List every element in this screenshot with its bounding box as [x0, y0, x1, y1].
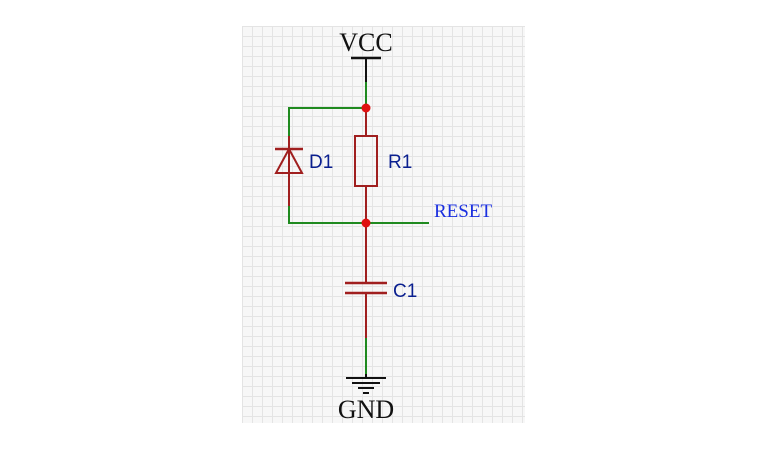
wires — [288, 82, 429, 374]
diode-d1: D1 — [274, 136, 333, 206]
capacitor-label: C1 — [393, 281, 417, 302]
resistor-r1: R1 — [354, 108, 412, 223]
reset-circuit-schematic: VCC R1 D1 C1 — [274, 28, 492, 423]
resistor-label: R1 — [388, 152, 412, 173]
junction-top — [361, 103, 371, 113]
wire-top-bridge — [288, 107, 366, 136]
wire-bottom-bridge — [288, 206, 366, 224]
schematic-canvas: VCC R1 D1 C1 — [242, 26, 525, 423]
junction-reset — [361, 218, 371, 228]
gnd-symbol: GND — [338, 374, 394, 423]
gnd-label: GND — [338, 395, 394, 423]
diode-label: D1 — [309, 152, 333, 173]
vcc-symbol: VCC — [339, 28, 393, 82]
capacitor-c1: C1 — [345, 223, 417, 338]
vcc-label: VCC — [339, 28, 392, 57]
reset-net-label: RESET — [434, 201, 492, 222]
